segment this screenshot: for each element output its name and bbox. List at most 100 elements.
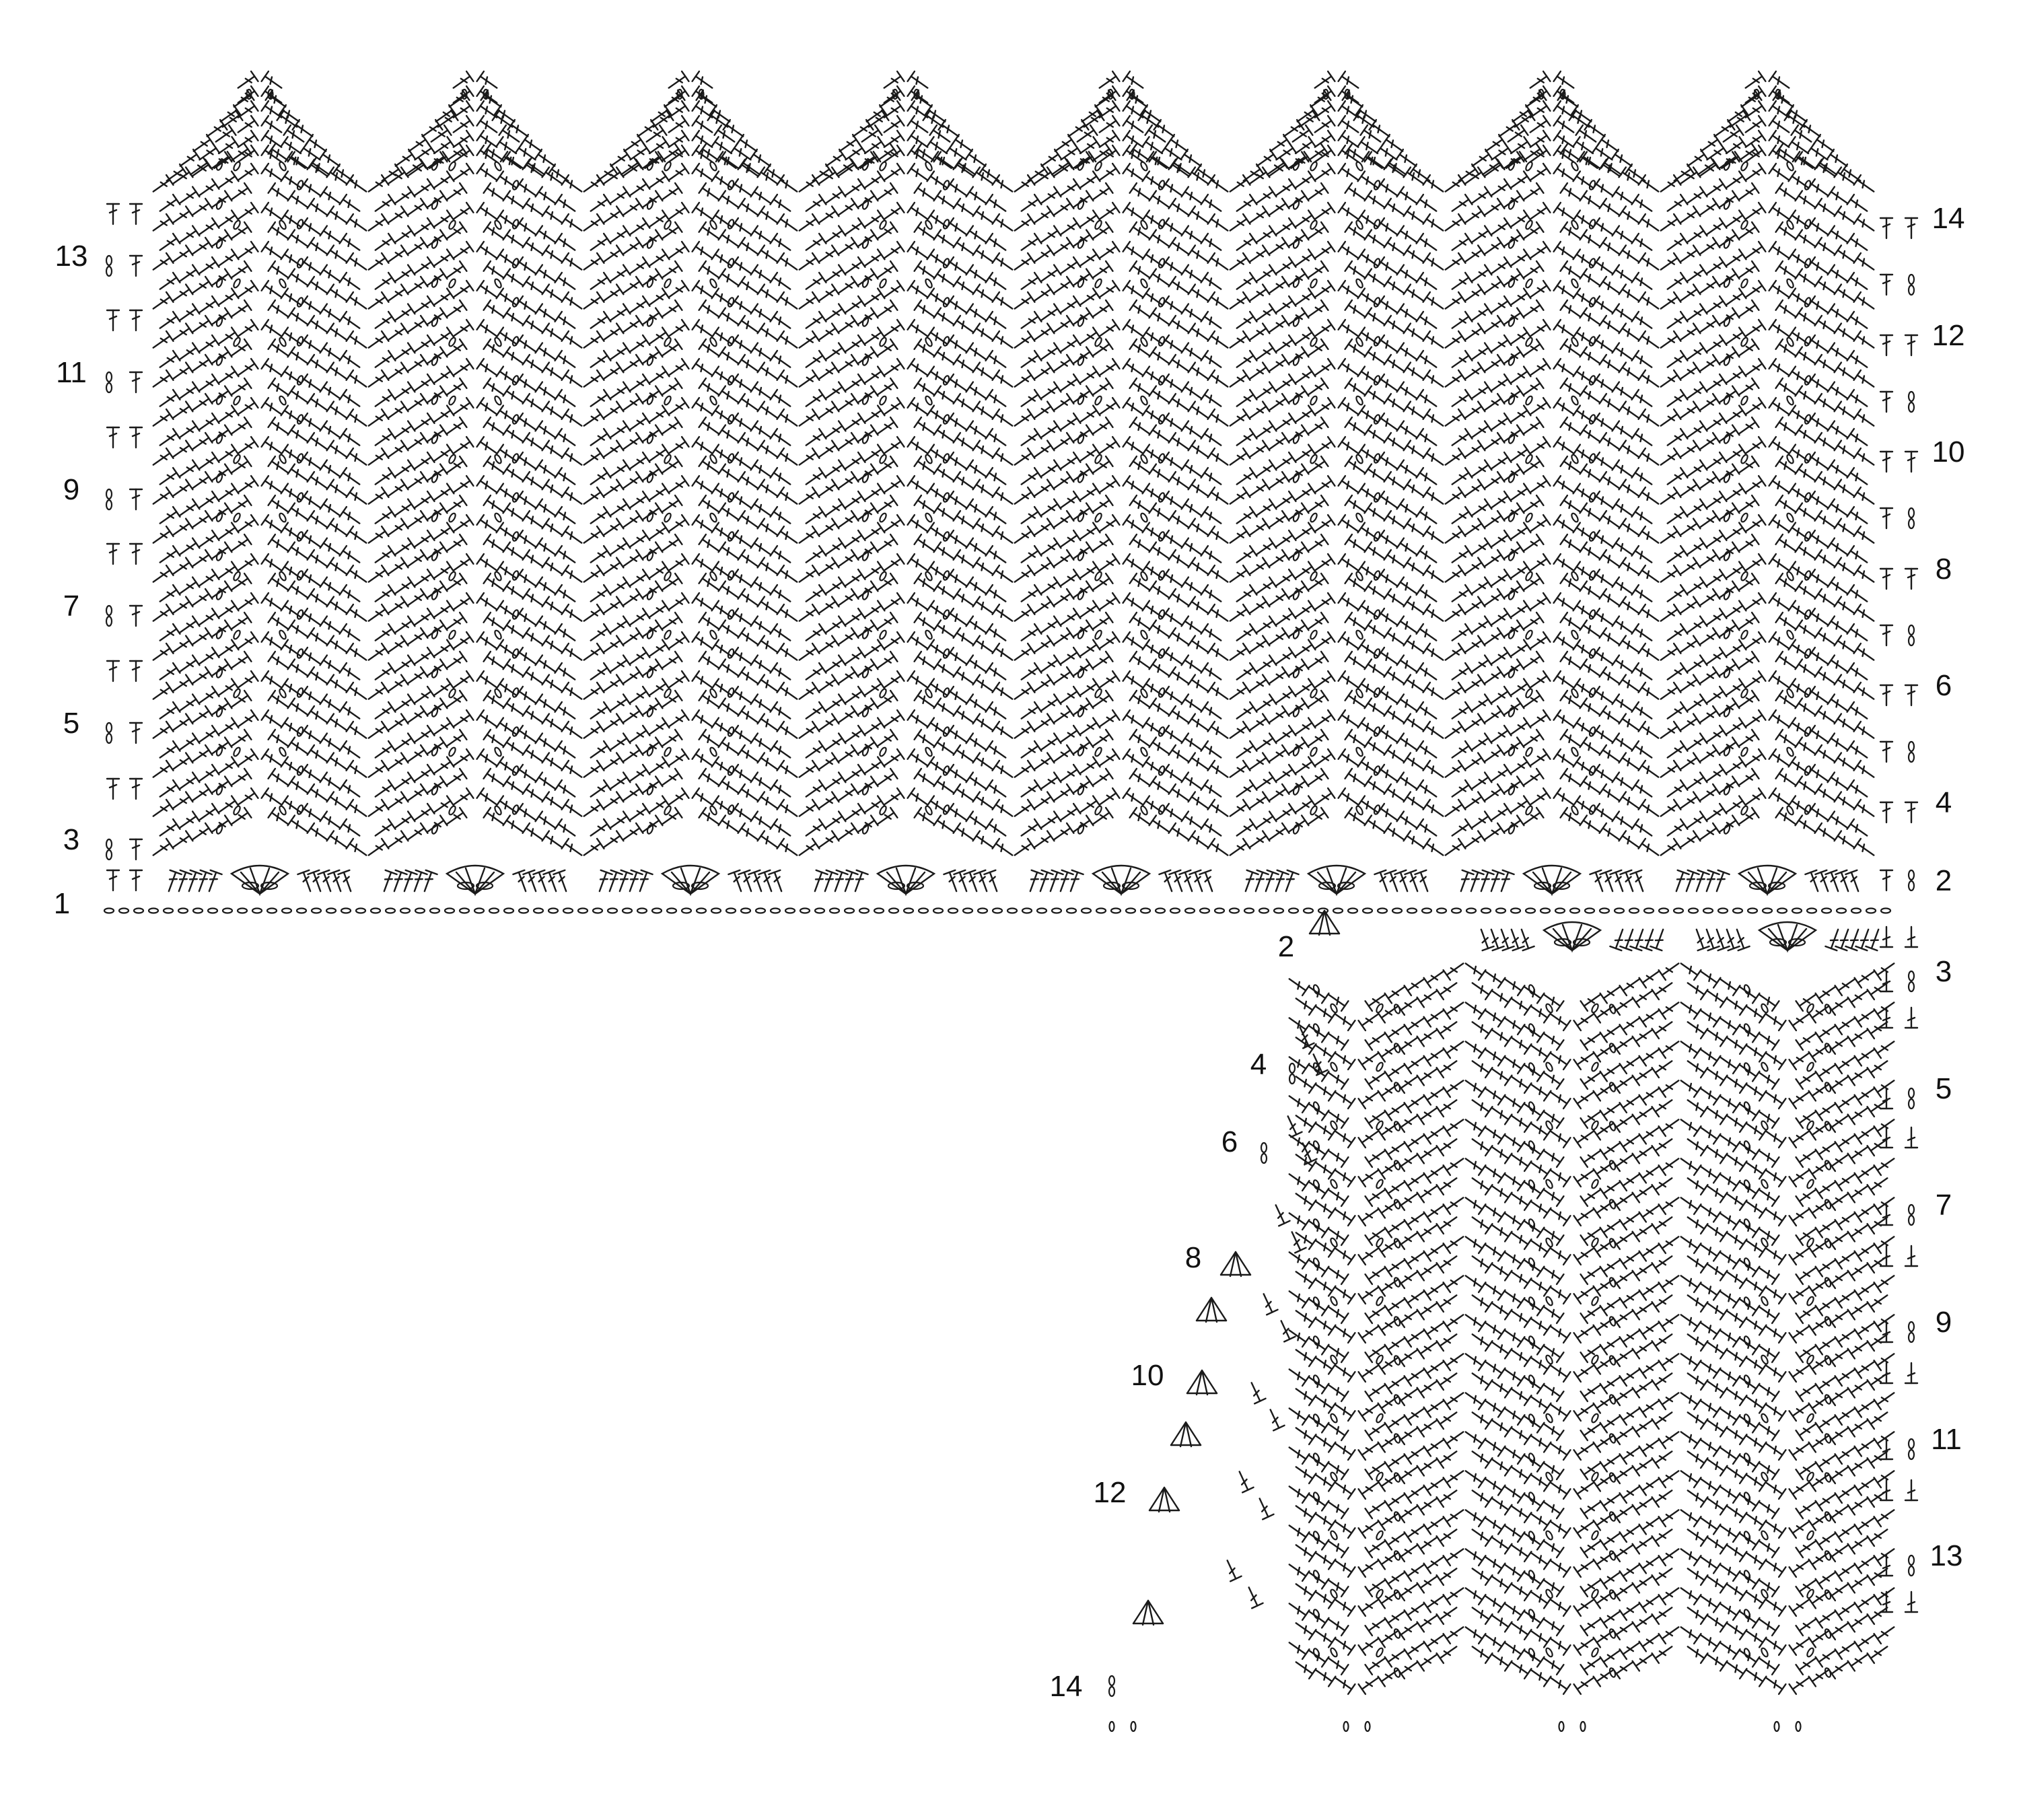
chain-symbol: [889, 909, 898, 913]
double-crochet-symbol: [588, 819, 611, 841]
double-crochet-symbol: [993, 839, 1016, 860]
chain-symbol: [519, 909, 528, 913]
chain-symbol: [646, 394, 653, 405]
double-crochet-symbol: [1201, 663, 1225, 685]
double-crochet-symbol: [986, 390, 1010, 411]
chain-symbol: [448, 337, 456, 347]
chain-symbol: [1139, 629, 1148, 640]
chain-symbol: [1481, 909, 1491, 913]
chain-symbol: [861, 590, 869, 600]
chain-symbol: [534, 909, 543, 913]
double-crochet-symbol: [693, 131, 716, 152]
double-crochet-symbol: [803, 663, 826, 685]
double-crochet-symbol: [372, 234, 396, 255]
double-crochet-symbol: [372, 819, 396, 841]
chain-symbol: [282, 909, 291, 913]
chain-symbol: [697, 909, 706, 913]
double-crochet-symbol: [555, 546, 579, 567]
double-crochet-symbol: [771, 780, 794, 802]
chain-symbol: [232, 395, 241, 406]
double-crochet-symbol: [365, 761, 389, 782]
double-crochet-symbol: [993, 526, 1016, 548]
chain-symbol: [1077, 629, 1084, 639]
double-crochet-symbol: [881, 131, 905, 152]
chain-symbol: [1158, 726, 1165, 737]
chain-symbol: [924, 629, 933, 640]
chain-symbol: [646, 433, 653, 444]
chain-symbol: [1077, 824, 1084, 835]
double-crochet-symbol: [588, 741, 611, 763]
chain-symbol: [1496, 909, 1506, 913]
chain-symbol: [709, 337, 717, 347]
double-crochet-symbol: [939, 120, 962, 141]
row-number-10: 10: [1932, 435, 1965, 468]
double-crochet-symbol: [450, 71, 474, 93]
chain-symbol: [431, 746, 438, 757]
chain-symbol: [1158, 804, 1165, 815]
double-crochet-symbol: [555, 390, 579, 411]
double-crochet-symbol: [150, 839, 174, 860]
double-crochet-symbol: [986, 819, 1010, 841]
double-crochet-symbol: [1012, 722, 1035, 743]
chain-symbol: [1200, 909, 1209, 913]
chain-symbol: [709, 219, 717, 230]
double-crochet-symbol: [562, 643, 586, 665]
chain-symbol: [1570, 909, 1580, 913]
double-crochet-symbol: [771, 819, 794, 841]
chain-symbol: [431, 707, 438, 718]
chain-symbol: [232, 278, 241, 289]
chain-symbol: [1022, 909, 1032, 913]
double-crochet-symbol: [588, 312, 611, 333]
double-crochet-symbol: [1208, 722, 1232, 743]
chain-symbol: [608, 909, 617, 913]
chain-symbol: [924, 454, 933, 464]
chain-symbol: [431, 824, 438, 835]
chain-symbol: [1096, 909, 1106, 913]
chain-symbol: [1259, 909, 1269, 913]
chain-symbol: [646, 824, 653, 835]
chain-symbol: [493, 454, 502, 464]
chain-symbol: [431, 785, 438, 796]
double-crochet-symbol: [641, 151, 665, 173]
double-crochet-symbol: [365, 604, 389, 626]
chain-symbol: [861, 199, 869, 210]
double-crochet-symbol: [157, 468, 180, 489]
double-crochet-symbol: [993, 722, 1016, 743]
chain-symbol: [727, 531, 734, 542]
double-crochet-symbol: [777, 487, 801, 509]
double-crochet-symbol: [796, 761, 820, 782]
upper-right-row-labels: 2 4 6 8 10 12 14: [1932, 202, 1965, 897]
chain-symbol: [1158, 765, 1165, 776]
chain-symbol: [1289, 909, 1298, 913]
double-crochet-symbol: [803, 507, 826, 528]
double-crochet-symbol: [477, 116, 501, 137]
double-crochet-symbol: [588, 546, 611, 567]
double-crochet-symbol: [347, 643, 370, 665]
chain-symbol: [924, 395, 933, 406]
double-crochet-symbol: [796, 800, 820, 821]
double-crochet-symbol: [1018, 741, 1042, 763]
double-crochet-symbol: [803, 195, 826, 216]
chain-symbol: [296, 375, 304, 386]
double-crochet-symbol: [157, 429, 180, 450]
double-crochet-symbol: [581, 370, 604, 392]
chain-symbol: [878, 805, 887, 816]
chain-symbol: [663, 161, 672, 172]
chain-symbol: [1837, 909, 1846, 913]
chain-symbol: [215, 551, 223, 561]
double-crochet-symbol: [993, 487, 1016, 509]
double-crochet-symbol: [150, 448, 174, 470]
chain-symbol: [511, 570, 519, 581]
double-crochet-symbol: [562, 448, 586, 470]
lower-left-row-labels: 2 4 6 8 10 12 14: [1050, 930, 1295, 1703]
double-crochet-symbol: [588, 195, 611, 216]
chain-symbol: [663, 629, 672, 640]
chain-symbol: [942, 765, 950, 776]
double-crochet-symbol: [986, 663, 1010, 685]
double-crochet-symbol: [562, 370, 586, 392]
chain-symbol: [232, 161, 241, 172]
double-crochet-symbol: [993, 214, 1016, 236]
double-crochet-symbol: [796, 839, 820, 860]
row-number-4: 4: [1936, 786, 1952, 819]
chain-symbol: [1526, 909, 1535, 913]
